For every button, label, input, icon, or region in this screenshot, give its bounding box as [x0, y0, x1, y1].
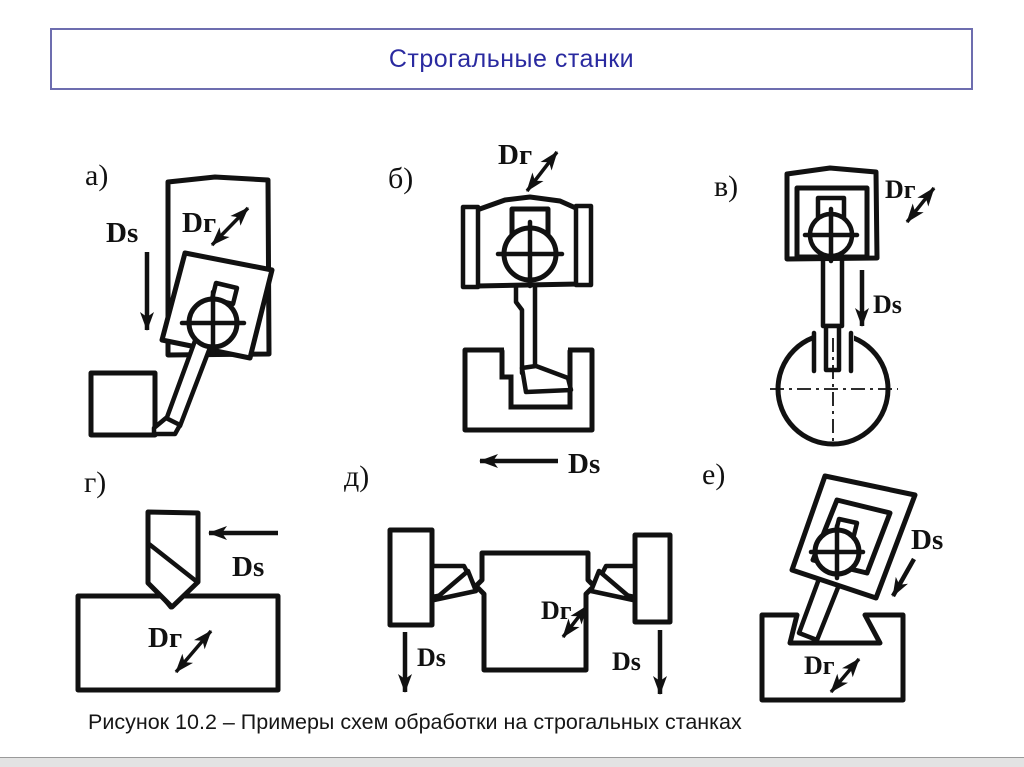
- panel-v-diagram: в) Dг Ds: [714, 165, 936, 447]
- right-feed-label: Ds: [612, 647, 641, 676]
- panel-b-diagram: б) Dг Ds: [388, 139, 600, 480]
- workpiece: [473, 550, 597, 673]
- main-motion-arrow-icon: [210, 206, 250, 247]
- main-motion-label: Dг: [182, 207, 216, 239]
- tool-shank: [513, 277, 574, 395]
- panel-g-label: г): [84, 466, 106, 499]
- main-motion-arrow-icon: [525, 150, 559, 193]
- main-motion-label: Dг: [885, 175, 916, 204]
- panel-v-label: в): [714, 170, 738, 203]
- feed-label: Ds: [911, 524, 943, 556]
- panel-d-label: д): [344, 460, 369, 493]
- slide-title: Строгальные станки: [388, 44, 635, 73]
- main-motion-label: Dг: [804, 651, 835, 680]
- workpiece: [88, 370, 158, 438]
- panel-d-diagram: д) Dг Ds Ds: [344, 460, 673, 695]
- feed-label: Ds: [873, 290, 902, 319]
- pivot-circle: [808, 523, 866, 581]
- figure-caption: Рисунок 10.2 – Примеры схем обработки на…: [88, 710, 742, 734]
- feed-label: Ds: [106, 217, 138, 249]
- feed-label: Ds: [232, 551, 264, 583]
- slide-bottom-strip: [0, 757, 1024, 767]
- panel-g-diagram: г) Ds Dг: [75, 466, 281, 693]
- panel-a-diagram: а) Ds Dг: [85, 159, 275, 438]
- pivot-circle: [802, 206, 860, 264]
- main-motion-label: Dг: [498, 139, 532, 171]
- panel-a-label: а): [85, 159, 108, 192]
- cutter-tool: [145, 509, 201, 610]
- panel-e-label: е): [702, 458, 725, 491]
- right-cutter-tool: [588, 532, 673, 625]
- feed-label: Ds: [568, 448, 600, 480]
- left-cutter-tool: [387, 527, 479, 628]
- centerlines: [770, 338, 898, 446]
- main-motion-label: Dг: [541, 596, 572, 625]
- feed-arrow-icon: [891, 557, 916, 598]
- pivot-circle: [179, 289, 247, 357]
- left-feed-label: Ds: [417, 643, 446, 672]
- main-motion-arrow-icon: [561, 604, 589, 639]
- main-motion-arrow-icon: [829, 657, 861, 694]
- title-box: Строгальные станки: [50, 28, 973, 90]
- panel-e-diagram: е) Ds Dг: [702, 458, 943, 703]
- main-motion-label: Dг: [148, 622, 182, 654]
- workpiece: [759, 612, 906, 703]
- pivot-circle: [495, 219, 565, 289]
- tool-shank: [820, 249, 845, 373]
- panel-b-label: б): [388, 162, 413, 195]
- main-motion-arrow-icon: [905, 186, 936, 224]
- main-motion-arrow-icon: [174, 629, 213, 674]
